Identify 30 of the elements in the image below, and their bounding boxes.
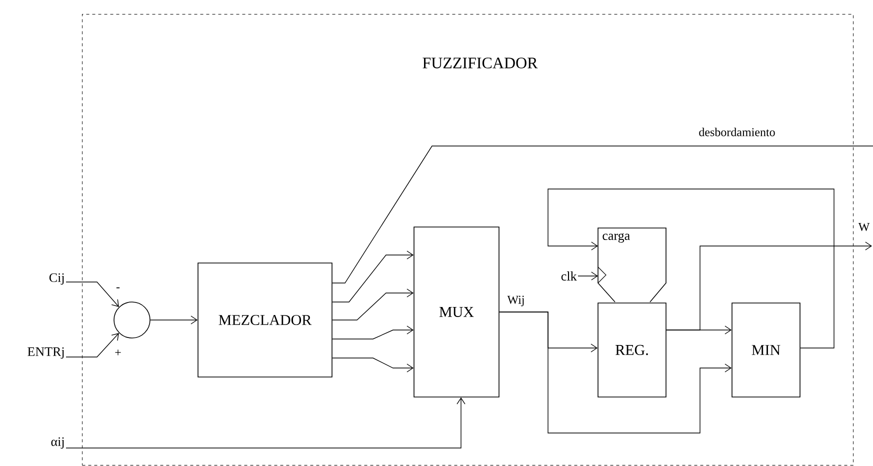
connector xyxy=(499,312,732,434)
edge-label: W xyxy=(857,222,871,232)
connector xyxy=(548,188,834,348)
input-label: αij xyxy=(51,437,64,449)
connector xyxy=(150,316,198,324)
edge-label: desbordamiento xyxy=(698,126,776,138)
summing-circle xyxy=(114,302,150,338)
connector xyxy=(66,282,119,307)
connector xyxy=(332,326,414,340)
connector xyxy=(332,358,414,372)
register-load-block: carga xyxy=(598,228,666,302)
multiplexer-box: MUX xyxy=(414,226,500,398)
frame-title: FUZZIFICADOR xyxy=(422,58,538,68)
clock-label: clk xyxy=(561,271,577,281)
connector xyxy=(332,250,414,302)
connector xyxy=(66,397,466,448)
edge-label: + xyxy=(114,348,122,358)
edge-label: Wij xyxy=(506,294,526,308)
input-label: Cij xyxy=(49,273,64,285)
connector xyxy=(332,288,414,320)
connector xyxy=(578,272,598,280)
dashed-frame xyxy=(82,14,854,466)
connector xyxy=(332,146,873,284)
connector xyxy=(66,333,119,358)
min-box: MIN xyxy=(732,302,800,398)
connector xyxy=(666,242,872,330)
edge-label: - xyxy=(115,286,121,292)
mixer-box: MEZCLADOR xyxy=(198,262,332,378)
register-box: REG. xyxy=(598,302,666,398)
input-label: ENTRj xyxy=(28,347,64,359)
